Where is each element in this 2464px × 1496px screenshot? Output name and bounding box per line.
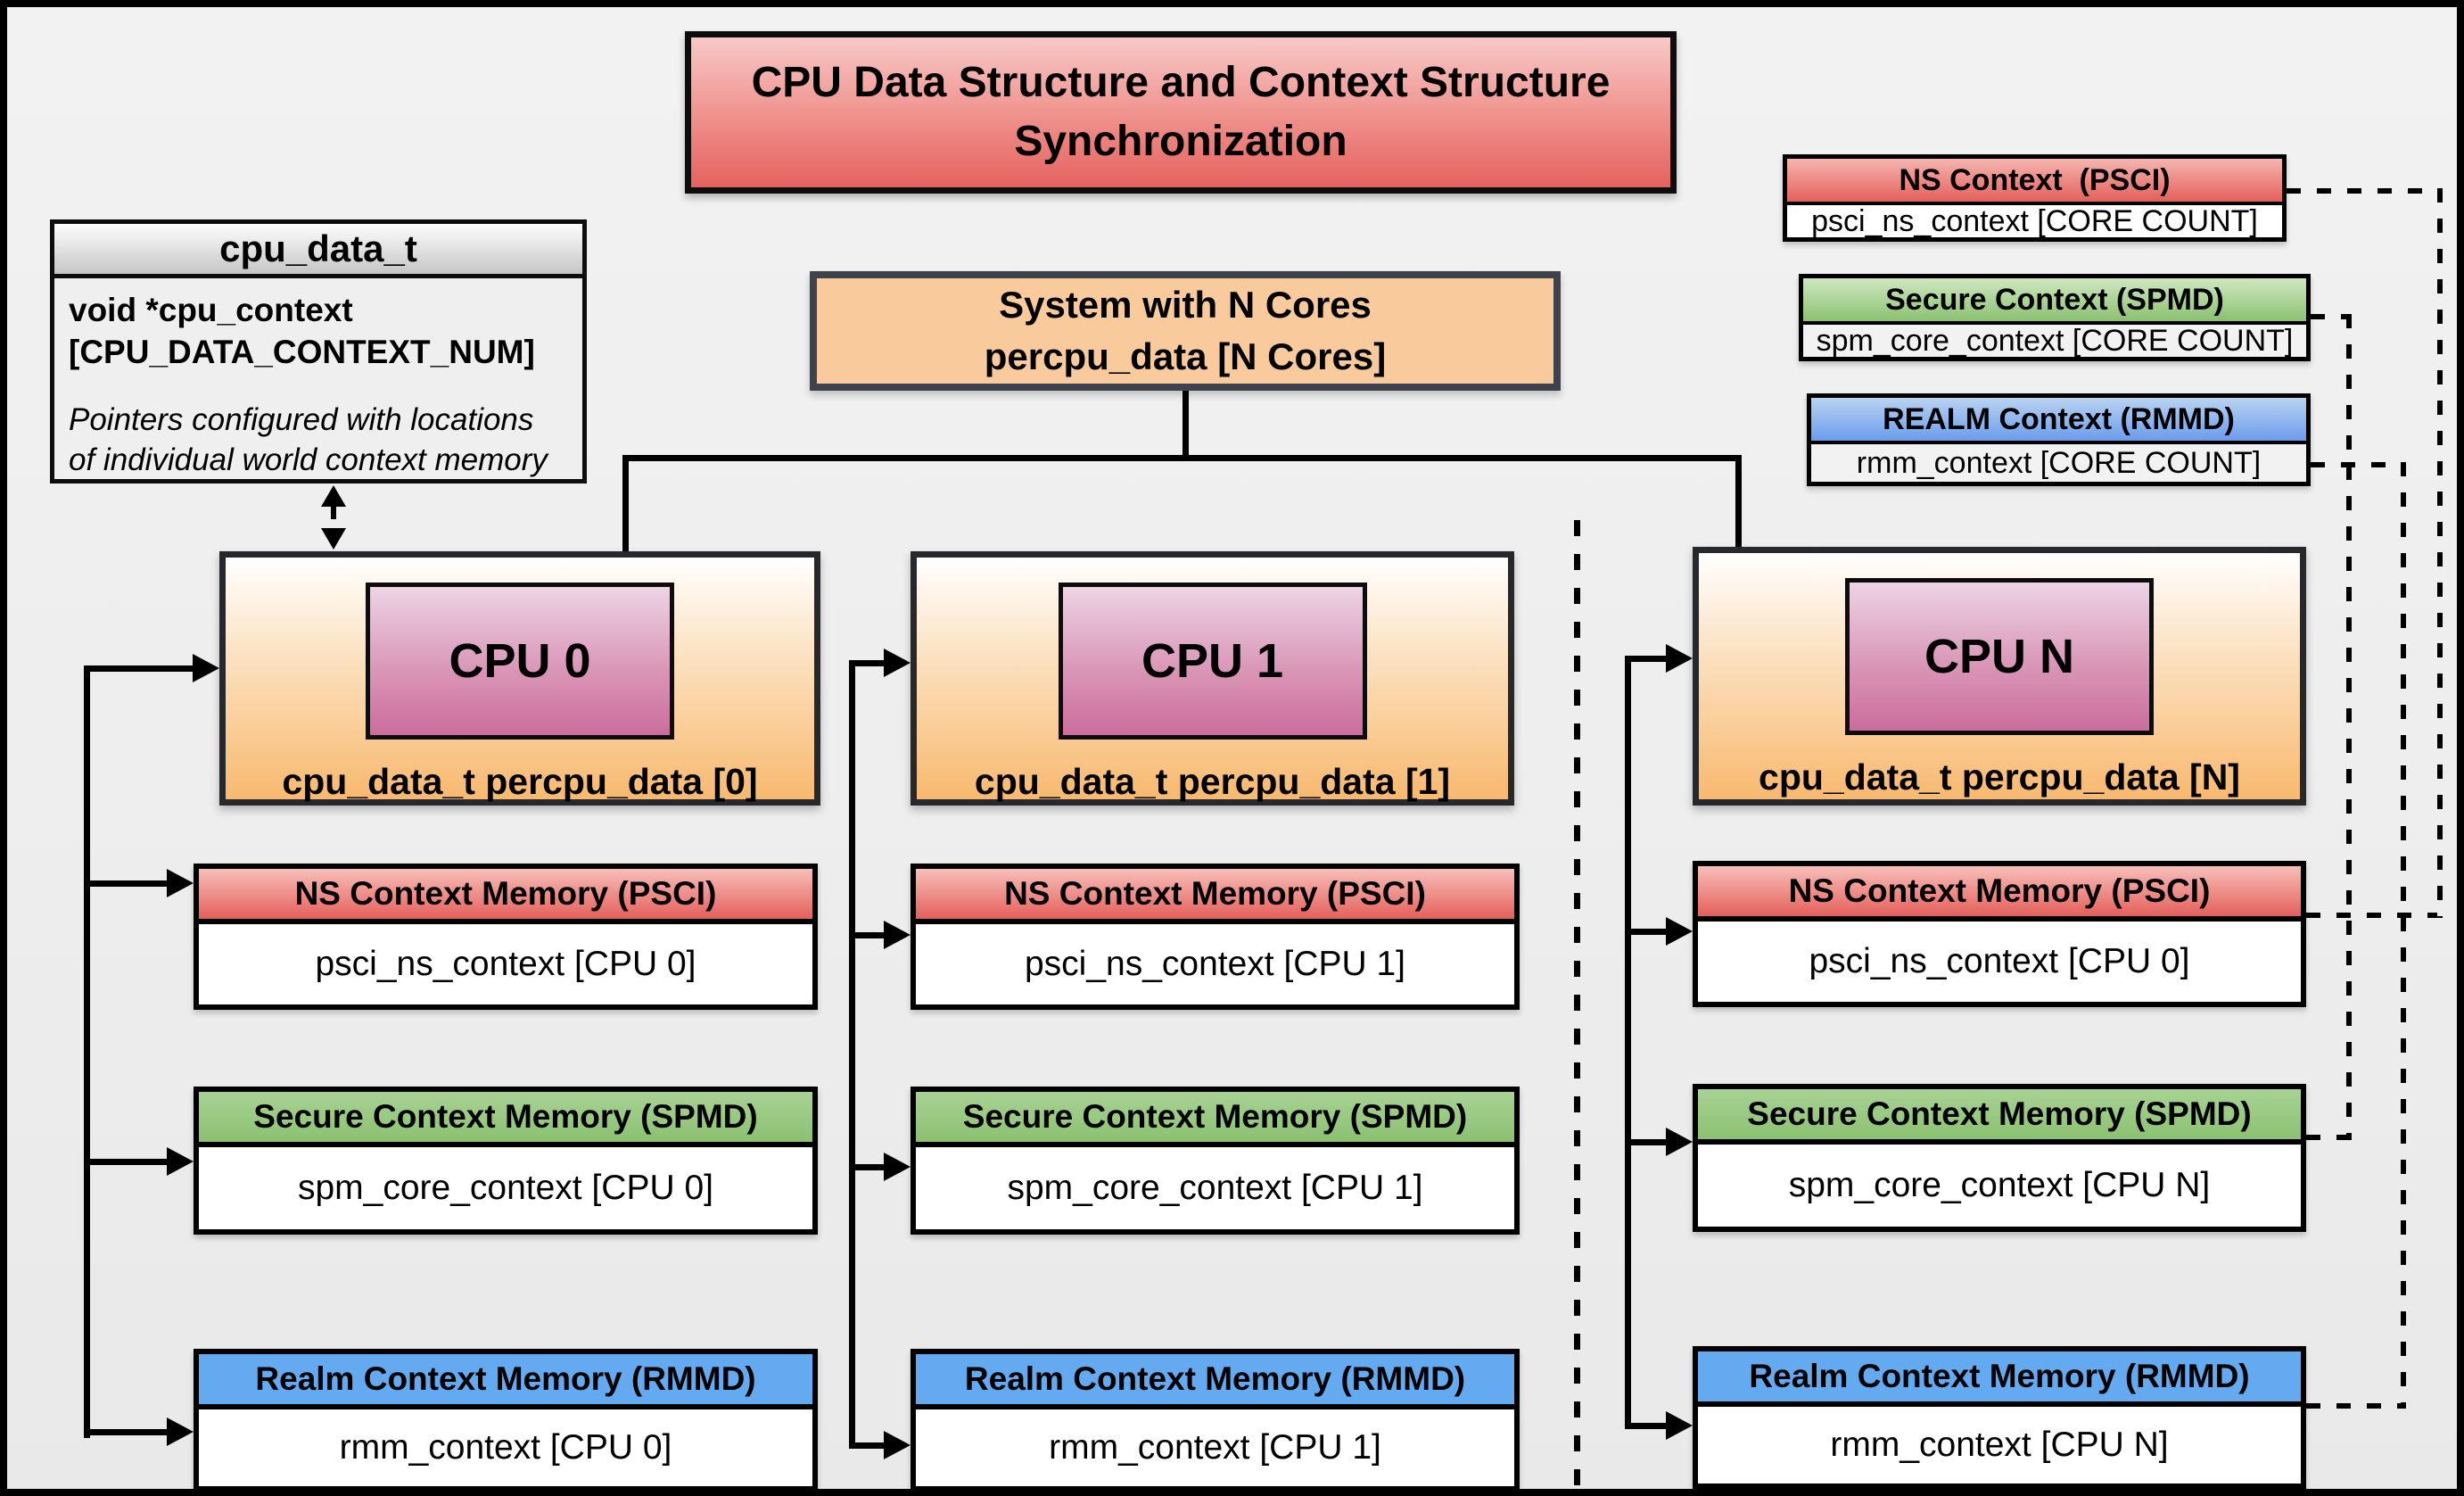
system-drop-line bbox=[1183, 391, 1189, 459]
realm-global-link-top bbox=[2311, 462, 2406, 467]
cpun-bus-line bbox=[1625, 656, 1631, 1429]
cpu0-secure-memory-header: Secure Context Memory (SPMD) bbox=[199, 1092, 812, 1147]
cpun-secure-memory-header: Secure Context Memory (SPMD) bbox=[1698, 1089, 2301, 1145]
cpu1-box: CPU 1 cpu_data_t percpu_data [1] bbox=[911, 551, 1514, 806]
global-realm-context-box: REALM Context (RMMD) rmm_context [CORE C… bbox=[1807, 393, 2311, 486]
cpun-data-label: cpu_data_t percpu_data [N] bbox=[1759, 756, 2240, 798]
cpu0-data-label: cpu_data_t percpu_data [0] bbox=[282, 761, 758, 802]
cpu-data-t-field: void *cpu_context [CPU_DATA_CONTEXT_NUM] bbox=[69, 292, 535, 370]
cpu1-branch-cpu bbox=[849, 660, 884, 666]
cpu0-realm-memory-header: Realm Context Memory (RMMD) bbox=[199, 1354, 812, 1409]
cpu0-realm-memory-body: rmm_context [CPU 0] bbox=[339, 1428, 672, 1467]
cpun-realm-memory-body: rmm_context [CPU N] bbox=[1830, 1426, 2169, 1464]
cpu0-bus-line bbox=[84, 665, 90, 1438]
cpu0-arrow-icon bbox=[193, 654, 219, 682]
realm-global-link-bottom bbox=[2306, 1403, 2401, 1409]
cpu0-realm-arrow-icon bbox=[167, 1417, 194, 1446]
secure-global-link-top bbox=[2311, 314, 2352, 319]
global-secure-context-body: spm_core_context [CORE COUNT] bbox=[1803, 324, 2306, 358]
tree-drop-cpun bbox=[1735, 455, 1742, 549]
cpun-realm-memory-header: Realm Context Memory (RMMD) bbox=[1698, 1351, 2301, 1407]
cpu1-data-label: cpu_data_t percpu_data [1] bbox=[974, 761, 1451, 802]
legend-cpu0-dashed-link bbox=[331, 505, 336, 530]
secure-global-link-vertical bbox=[2346, 314, 2352, 1140]
cpun-secure-memory-body: spm_core_context [CPU N] bbox=[1788, 1166, 2211, 1204]
cpu1-ns-memory-box: NS Context Memory (PSCI) psci_ns_context… bbox=[911, 864, 1520, 1010]
cpu1-ns-arrow-icon bbox=[884, 921, 911, 949]
cpu0-label: CPU 0 bbox=[366, 583, 674, 740]
cpu1-secure-memory-body: spm_core_context [CPU 1] bbox=[1007, 1169, 1423, 1207]
cpu0-ns-memory-box: NS Context Memory (PSCI) psci_ns_context… bbox=[194, 864, 818, 1010]
diagram-title: CPU Data Structure and Context Structure… bbox=[685, 31, 1677, 194]
cpun-branch-cpu bbox=[1625, 656, 1666, 662]
cpu-data-t-body: void *cpu_context [CPU_DATA_CONTEXT_NUM]… bbox=[54, 278, 582, 480]
global-ns-context-box: NS Context (PSCI) psci_ns_context [CORE … bbox=[1783, 154, 2287, 242]
cpu0-realm-memory-box: Realm Context Memory (RMMD) rmm_context … bbox=[194, 1349, 818, 1489]
cpun-ns-arrow-icon bbox=[1666, 917, 1693, 946]
cpun-ns-memory-body: psci_ns_context [CPU 0] bbox=[1809, 942, 2190, 980]
cpu0-secure-memory-body: spm_core_context [CPU 0] bbox=[297, 1169, 714, 1207]
cpu1-realm-memory-body: rmm_context [CPU 1] bbox=[1049, 1428, 1381, 1467]
cpu0-secure-memory-box: Secure Context Memory (SPMD) spm_core_co… bbox=[194, 1087, 818, 1235]
cpu1-branch-secure bbox=[849, 1164, 884, 1170]
global-secure-context-box: Secure Context (SPMD) spm_core_context [… bbox=[1799, 274, 2311, 361]
cpu0-ns-arrow-icon bbox=[167, 869, 194, 897]
cpun-box: CPU N cpu_data_t percpu_data [N] bbox=[1693, 547, 2306, 806]
cpun-branch-secure bbox=[1625, 1139, 1666, 1145]
cpu1-branch-ns bbox=[849, 932, 884, 938]
cpu1-label: CPU 1 bbox=[1058, 583, 1367, 740]
cpu1-realm-memory-box: Realm Context Memory (RMMD) rmm_context … bbox=[911, 1349, 1520, 1489]
cpu0-secure-arrow-icon bbox=[167, 1147, 194, 1176]
cpu1-secure-arrow-icon bbox=[884, 1153, 911, 1181]
cpu1-arrow-icon bbox=[884, 649, 911, 677]
cpu-data-t-box: cpu_data_t void *cpu_context [CPU_DATA_C… bbox=[50, 219, 587, 484]
cpun-branch-realm bbox=[1625, 1423, 1666, 1429]
cpu1-ns-memory-body: psci_ns_context [CPU 1] bbox=[1024, 945, 1406, 983]
cpu-data-t-note: Pointers configured with locations of in… bbox=[69, 402, 548, 477]
cpun-secure-arrow-icon bbox=[1666, 1128, 1693, 1156]
cpu0-branch-secure bbox=[84, 1159, 167, 1165]
realm-global-link-vertical bbox=[2401, 462, 2406, 1409]
cpu1-secure-memory-box: Secure Context Memory (SPMD) spm_core_co… bbox=[911, 1087, 1520, 1235]
cpun-secure-memory-box: Secure Context Memory (SPMD) spm_core_co… bbox=[1693, 1084, 2306, 1232]
global-ns-context-header: NS Context (PSCI) bbox=[1787, 159, 2282, 205]
ns-global-link-vertical bbox=[2437, 188, 2443, 918]
secure-global-link-bottom bbox=[2306, 1135, 2346, 1140]
double-arrow-down-icon bbox=[321, 528, 346, 550]
cpun-label: CPU N bbox=[1845, 578, 2154, 735]
cpu1-ns-memory-header: NS Context Memory (PSCI) bbox=[916, 869, 1514, 924]
global-secure-context-header: Secure Context (SPMD) bbox=[1803, 278, 2306, 325]
cpun-branch-ns bbox=[1625, 929, 1666, 935]
cpu0-ns-memory-header: NS Context Memory (PSCI) bbox=[199, 869, 812, 924]
tree-horizontal-line bbox=[622, 455, 1742, 461]
cpu-data-t-header: cpu_data_t bbox=[54, 224, 582, 278]
cpu0-ns-memory-body: psci_ns_context [CPU 0] bbox=[315, 945, 696, 983]
cpu0-branch-ns bbox=[84, 880, 167, 887]
column-separator-dashed-line bbox=[1574, 520, 1580, 1489]
cpu0-branch-realm bbox=[84, 1429, 167, 1435]
tree-drop-cpu0 bbox=[622, 455, 629, 553]
system-box: System with N Cores percpu_data [N Cores… bbox=[810, 271, 1561, 391]
cpun-arrow-icon bbox=[1666, 644, 1693, 673]
cpu1-bus-line bbox=[849, 660, 855, 1449]
ns-global-link-bottom bbox=[2306, 913, 2437, 918]
cpun-realm-memory-box: Realm Context Memory (RMMD) rmm_context … bbox=[1693, 1346, 2306, 1489]
ns-global-link-top bbox=[2287, 188, 2443, 194]
cpu0-branch-cpu bbox=[84, 665, 193, 672]
cpu1-realm-memory-header: Realm Context Memory (RMMD) bbox=[916, 1354, 1514, 1409]
cpun-ns-memory-header: NS Context Memory (PSCI) bbox=[1698, 866, 2301, 922]
cpu1-realm-arrow-icon bbox=[884, 1431, 911, 1459]
global-realm-context-body: rmm_context [CORE COUNT] bbox=[1811, 444, 2306, 482]
global-ns-context-body: psci_ns_context [CORE COUNT] bbox=[1787, 204, 2282, 238]
double-arrow-up-icon bbox=[321, 485, 346, 507]
cpu1-branch-realm bbox=[849, 1442, 884, 1449]
cpu1-secure-memory-header: Secure Context Memory (SPMD) bbox=[916, 1092, 1514, 1147]
cpun-realm-arrow-icon bbox=[1666, 1411, 1693, 1440]
cpu0-box: CPU 0 cpu_data_t percpu_data [0] bbox=[219, 551, 820, 806]
global-realm-context-header: REALM Context (RMMD) bbox=[1811, 398, 2306, 444]
cpun-ns-memory-box: NS Context Memory (PSCI) psci_ns_context… bbox=[1693, 861, 2306, 1007]
